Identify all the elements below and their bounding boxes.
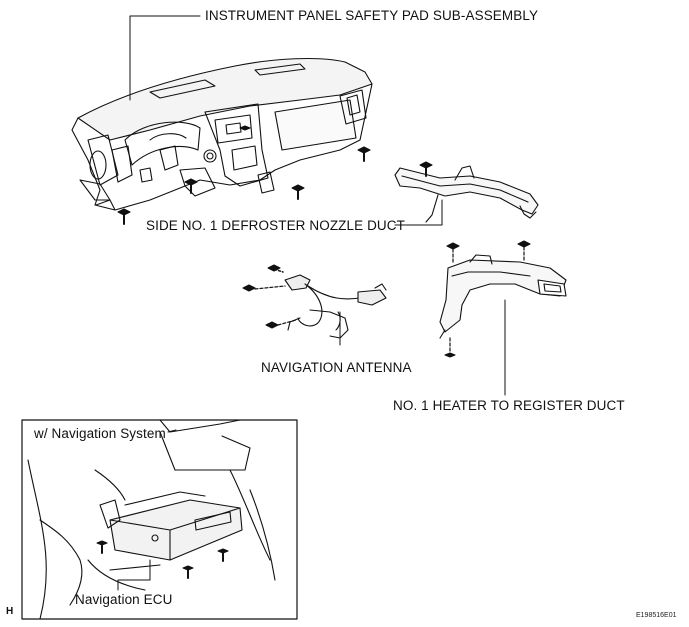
instrument-panel-safety-pad [71,57,373,211]
duct-bolt-icon [419,161,433,177]
bolt-icon [182,565,194,579]
ecu-bolts [96,540,229,579]
corner-mark: H [6,606,14,617]
bolt-icon [217,548,229,562]
inset-leader [117,429,177,591]
bolt-icon [517,240,531,263]
panel-bolts [117,125,371,225]
label-instrument-panel: INSTRUMENT PANEL SAFETY PAD SUB-ASSEMBLY [205,8,539,23]
bolt-icon [444,337,456,358]
bolt-icon [446,242,460,263]
inset-panel [21,419,298,620]
label-heater-register-duct: NO. 1 HEATER TO REGISTER DUCT [393,398,625,413]
heater-to-register-duct [439,254,567,339]
bolt-icon [96,540,108,554]
bolt-icon [239,125,251,131]
bolt-icon [291,184,305,200]
bolt-icon [184,178,198,194]
label-navigation-antenna: NAVIGATION ANTENNA [261,360,412,375]
heater-duct-bolts [444,240,531,358]
bolt-icon [267,264,284,273]
bolt-icon [242,284,286,292]
bolt-icon [357,146,371,162]
leader-lines [129,15,506,396]
figure-id: E198516E01 [636,612,677,619]
label-inset-title: w/ Navigation System [34,426,166,441]
antenna-bolts [242,264,297,329]
bolt-icon [265,319,297,329]
navigation-antenna [284,274,387,339]
bolt-icon [117,208,131,225]
label-side-defroster-duct: SIDE NO. 1 DEFROSTER NOZZLE DUCT [146,218,405,233]
side-defroster-nozzle-duct [394,165,539,223]
label-navigation-ecu: Navigation ECU [75,592,173,607]
